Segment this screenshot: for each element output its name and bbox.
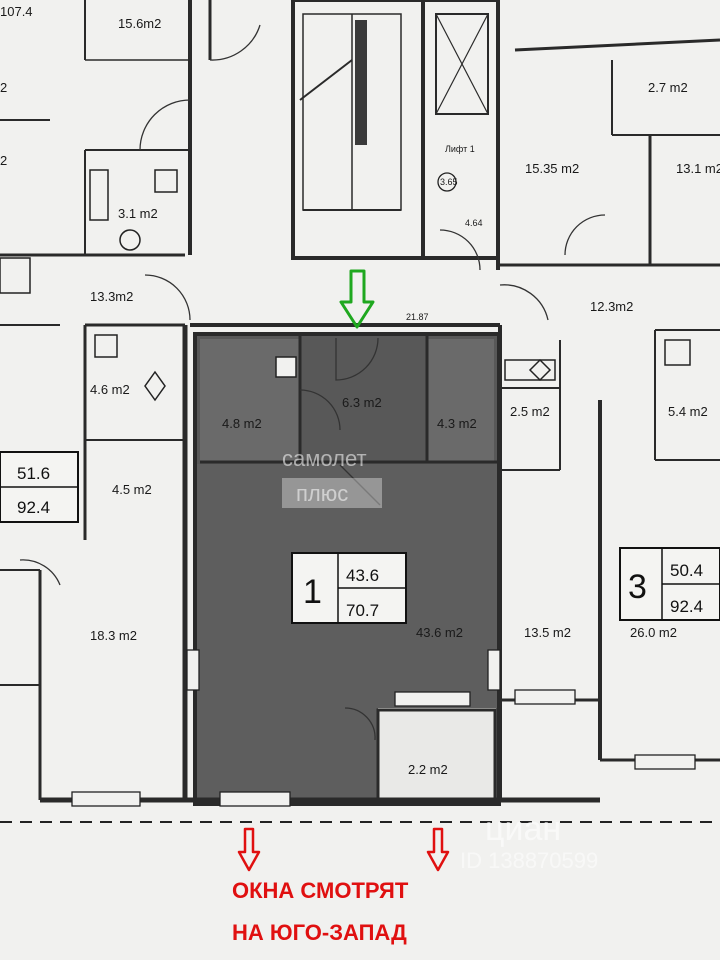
label-room-15-6: 15.6m2: [118, 16, 161, 31]
room-labels: 107.4 15.6m2 2 2 2.7 m2 3.1 m2 13.3m2 Ли…: [0, 4, 720, 777]
label-room-18-3: 18.3 m2: [90, 628, 137, 643]
label-left-edge-a: 2: [0, 80, 7, 95]
apartment-1-total-area: 70.7: [346, 601, 379, 620]
label-room-15-35: 15.35 m2: [525, 161, 579, 176]
label-left-edge-b: 2: [0, 153, 7, 168]
apartment-1-number: 1: [303, 573, 322, 611]
watermark-brand-top: самолет: [282, 446, 367, 471]
apartment-1-info-box: 1 43.6 70.7: [291, 552, 407, 624]
stair-rail: [355, 20, 367, 145]
label-apt1-room-4-8: 4.8 m2: [222, 416, 262, 431]
label-room-13-5: 13.5 m2: [524, 625, 571, 640]
watermark-cian: циан: [485, 810, 561, 848]
label-room-2-5: 2.5 m2: [510, 404, 550, 419]
label-apt1-main-room: 43.6 m2: [416, 625, 463, 640]
label-hall-12-3: 12.3m2: [590, 299, 633, 314]
label-bath-3-1: 3.1 m2: [118, 206, 158, 221]
caption-line-2: НА ЮГО-ЗАПАД: [232, 920, 407, 945]
label-apt1-room-6-3: 6.3 m2: [342, 395, 382, 410]
label-room-4-6: 4.6 m2: [90, 382, 130, 397]
label-apt1-room-4-3: 4.3 m2: [437, 416, 477, 431]
apartment-1-living-area: 43.6: [346, 566, 379, 585]
label-room-5-4: 5.4 m2: [668, 404, 708, 419]
label-lift-circle: 3.65: [440, 177, 458, 187]
label-corridor-13-3: 13.3m2: [90, 289, 133, 304]
watermark-brand-plate: [282, 478, 382, 508]
apartment-3-living-area: 50.4: [670, 561, 703, 580]
door-swings: [19, 24, 606, 741]
label-hall-dimension: 21.87: [406, 312, 429, 322]
apartment-left-total-area: 92.4: [17, 498, 50, 517]
label-room-26-0: 26.0 m2: [630, 625, 677, 640]
label-room-2-7: 2.7 m2: [648, 80, 688, 95]
label-room-13-1: 13.1 m2: [676, 161, 720, 176]
entrance-arrow-icon: [339, 269, 375, 329]
label-room-4-5: 4.5 m2: [112, 482, 152, 497]
label-lift: Лифт 1: [445, 144, 475, 154]
window-arrow-right-icon: [426, 827, 450, 872]
stair-arrow: [299, 59, 353, 101]
label-top-left-area: 107.4: [0, 4, 33, 19]
apartment-3-number: 3: [628, 568, 647, 606]
apartment-3-info-box: 3 50.4 92.4: [619, 547, 720, 621]
watermark-brand-bottom: плюс: [296, 481, 348, 506]
apartment-left-info-box: 51.6 92.4: [0, 451, 79, 523]
watermarks: самолет плюс циан ID 138870599: [282, 446, 598, 873]
window-arrow-left-icon: [237, 827, 261, 872]
apartment-3-total-area: 92.4: [670, 597, 703, 616]
lift-marker: [437, 172, 457, 192]
fixtures: [0, 169, 691, 402]
caption-line-1: ОКНА СМОТРЯТ: [232, 878, 409, 903]
windows: [71, 649, 696, 807]
label-lift-value: 4.64: [465, 218, 483, 228]
label-apt1-balcony: 2.2 m2: [408, 762, 448, 777]
walls: [0, 0, 720, 806]
watermark-cian-id: ID 138870599: [460, 848, 598, 873]
apartment-left-living-area: 51.6: [17, 464, 50, 483]
